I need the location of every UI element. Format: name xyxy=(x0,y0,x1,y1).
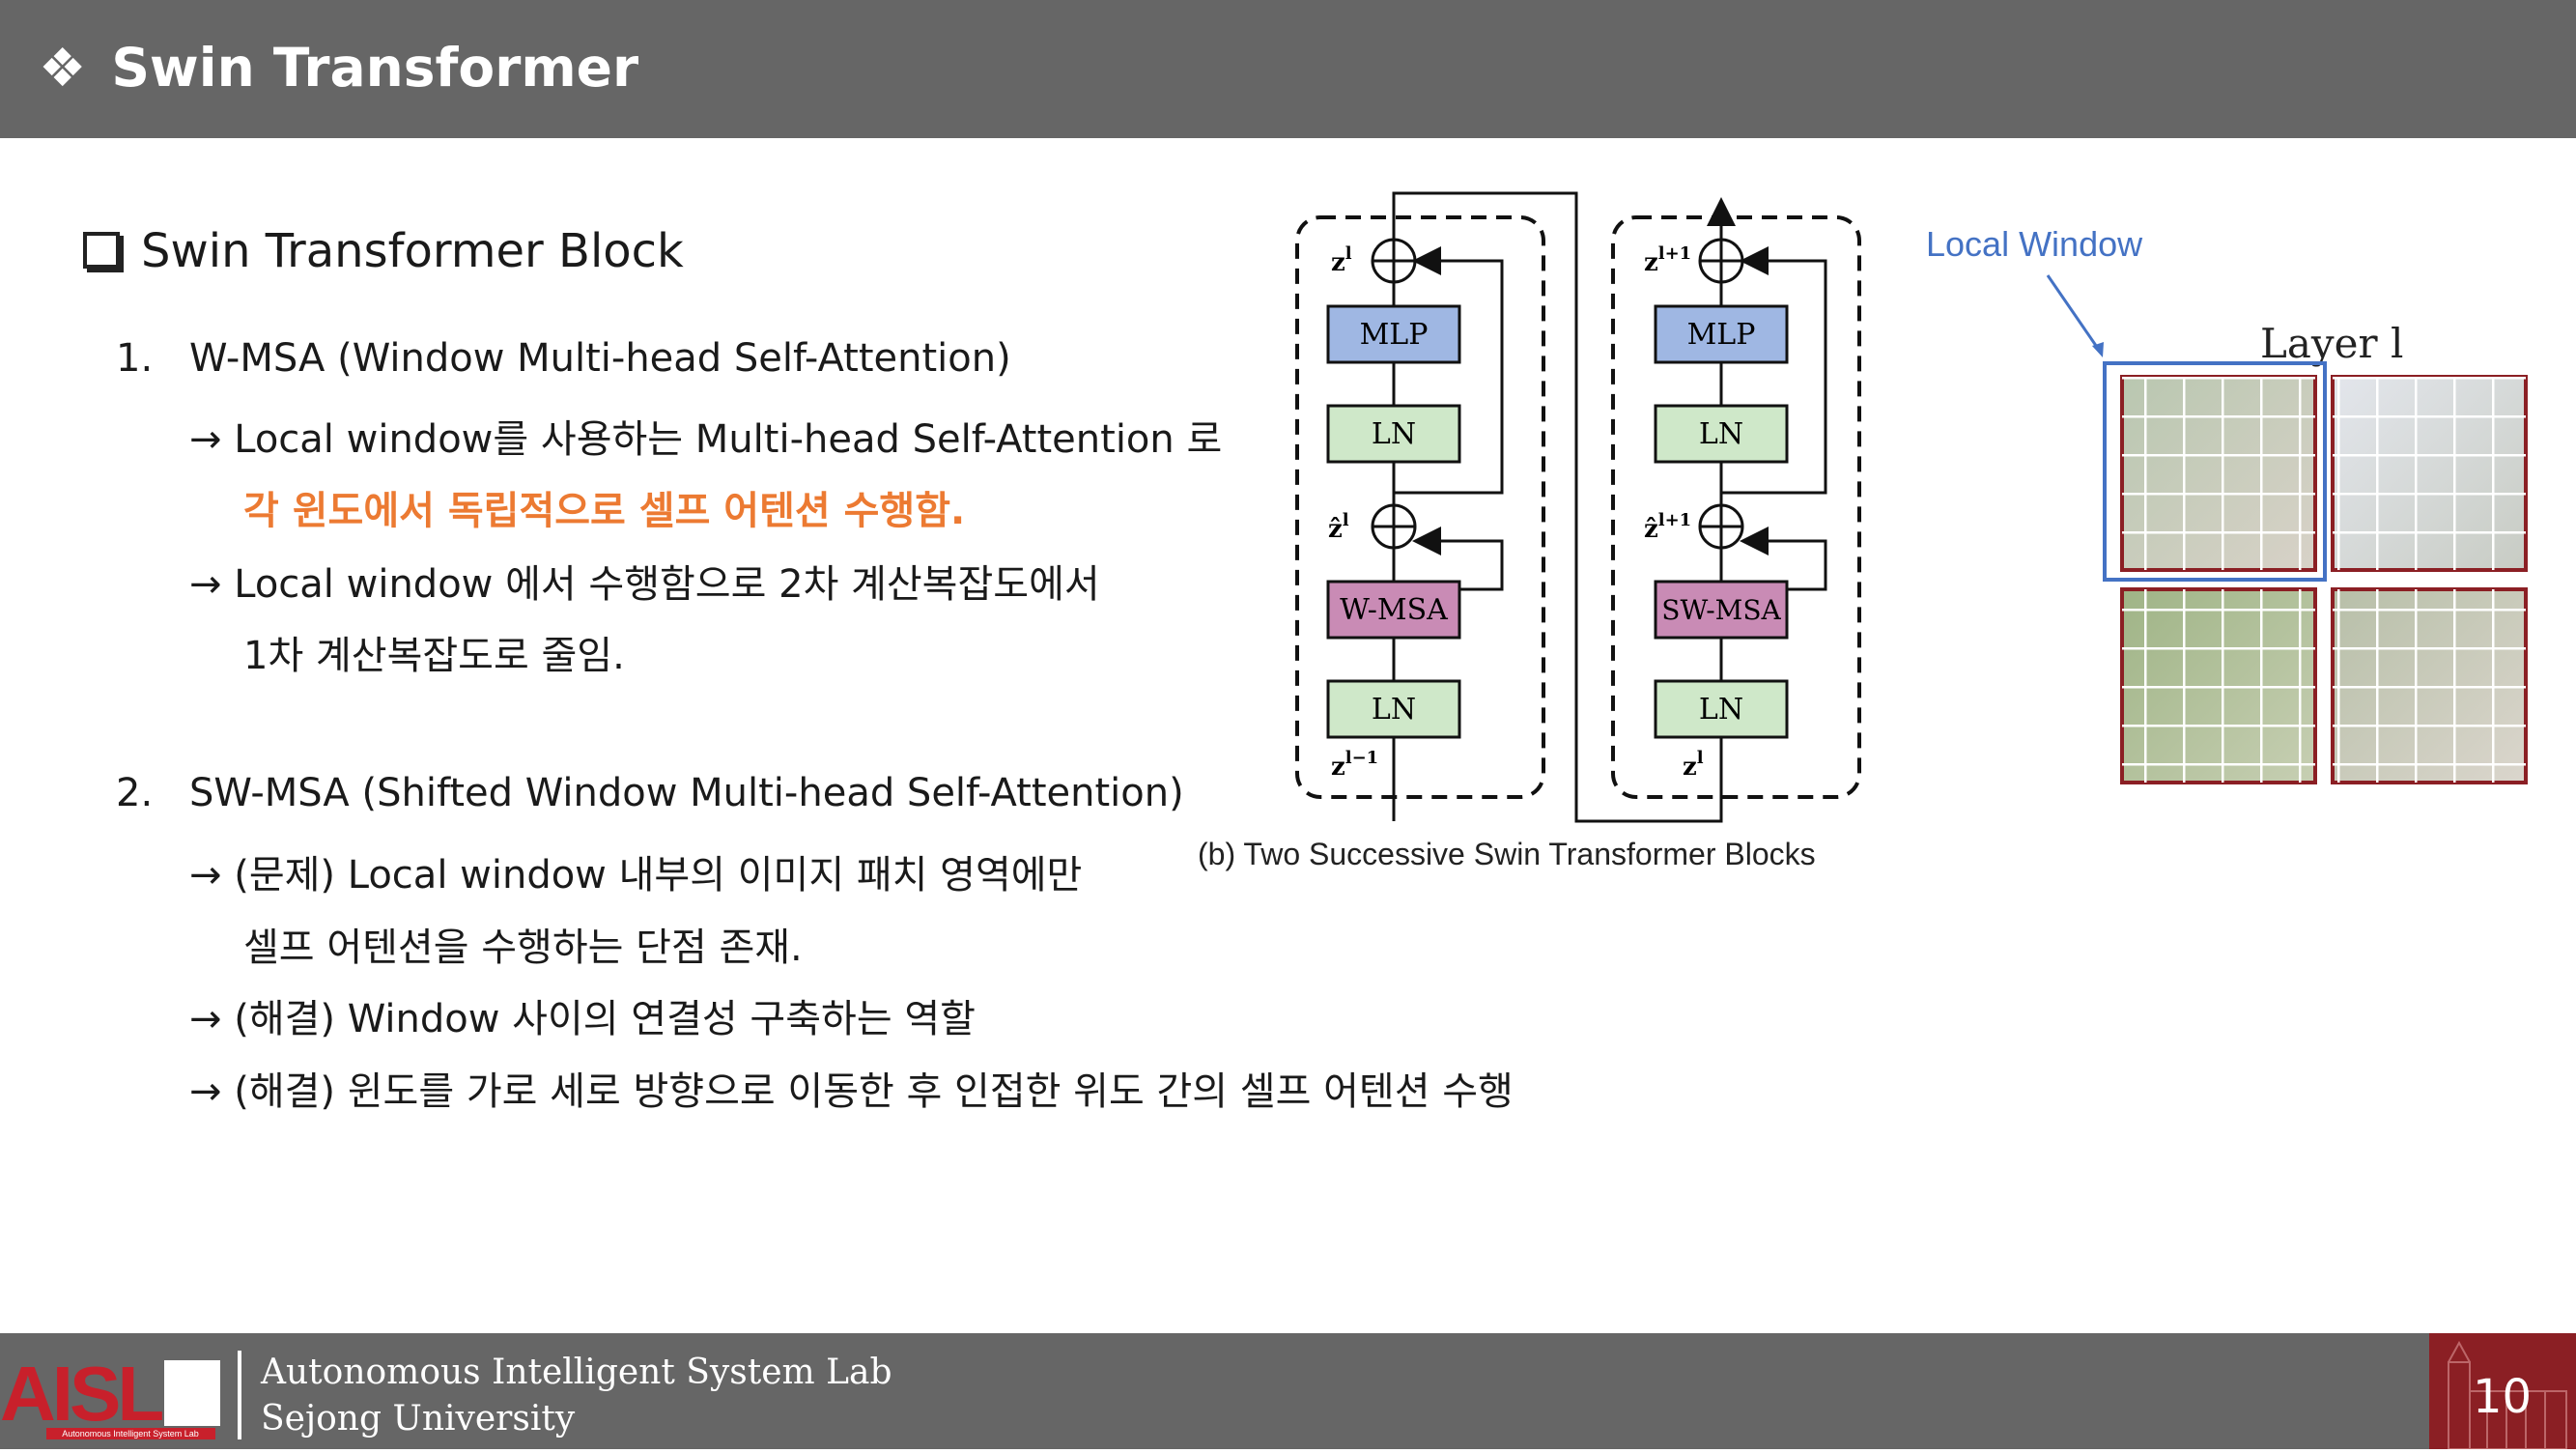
block-2-z-in-label: zl xyxy=(1683,748,1704,782)
window-figure: Local Window Layer l xyxy=(1926,224,2528,784)
item-1-line-3: → Local window 에서 수행함으로 2차 계산복잡도에서 xyxy=(189,562,1100,607)
block-1-ln-top-label: LN xyxy=(1372,417,1416,451)
item-2-heading: SW-MSA (Shifted Window Multi-head Self-A… xyxy=(189,771,1184,815)
lab-name: Autonomous Intelligent System Lab Sejong… xyxy=(261,1353,892,1439)
annotation-arrow xyxy=(2046,274,2103,354)
item-2-line-2: 셀프 어텐션을 수행하는 단점 존재. xyxy=(243,926,803,970)
block-1-mlp-box xyxy=(1326,304,1461,364)
block-1-ln-bottom-box xyxy=(1326,679,1461,739)
block-1-container xyxy=(1295,215,1545,799)
slide-footer xyxy=(0,1333,2576,1449)
layer-label: Layer l xyxy=(2260,320,2403,367)
block-1-ln-top-box xyxy=(1326,404,1461,464)
svg-text:AISL: AISL xyxy=(0,1353,162,1437)
block-1-z-hat-label: ẑl xyxy=(1328,510,1349,544)
block-1-ln-bottom-label: LN xyxy=(1372,693,1416,726)
block-2-residual-upper xyxy=(1721,246,1827,495)
page-badge xyxy=(2429,1333,2576,1450)
item-1-number: 1. xyxy=(116,336,154,381)
diamond-bullet-icon: ❖ xyxy=(39,37,87,99)
item-2-line-1: → (문제) Local window 내부의 이미지 패치 영역에만 xyxy=(189,853,1083,897)
block-2-ln-top-label: LN xyxy=(1699,417,1743,451)
block-2-msa-label: SW-MSA xyxy=(1661,594,1781,626)
section-title: Swin Transformer Block xyxy=(83,224,684,278)
local-window-annotation: Local Window xyxy=(1926,224,2143,264)
block-2-ln-bottom-box xyxy=(1654,679,1789,739)
block-2-msa-box xyxy=(1654,580,1789,640)
diagram-caption: (b) Two Successive Swin Transformer Bloc… xyxy=(1198,837,1816,871)
block-1-z-out-label: zl xyxy=(1331,243,1352,277)
item-1-line-1: → Local window를 사용하는 Multi-head Self-Att… xyxy=(189,417,1223,462)
block-1-residual-upper xyxy=(1394,246,1504,495)
page-number: 10 xyxy=(2473,1370,2533,1424)
block-1-z-in-label: zl−1 xyxy=(1331,748,1378,782)
item-1-heading: W-MSA (Window Multi-head Self-Attention) xyxy=(189,336,1011,381)
block-2-mlp-box xyxy=(1654,304,1789,364)
block-2-container xyxy=(1611,215,1861,799)
svg-text:Autonomous Intelligent System: Autonomous Intelligent System Lab xyxy=(62,1429,199,1439)
slide-title: ❖Swin Transformer xyxy=(39,37,639,99)
item-1-line-4: 1차 계산복잡도로 줄임. xyxy=(243,634,625,678)
block-2-z-out-label: zl+1 xyxy=(1644,243,1691,277)
block-2-ln-top-box xyxy=(1654,404,1789,464)
block-2-z-hat-label: ẑl+1 xyxy=(1644,510,1691,544)
local-window-highlight xyxy=(2103,361,2327,582)
item-2-line-4: → (해결) 윈도를 가로 세로 방향으로 이동한 후 인접한 위도 간의 셀프… xyxy=(189,1069,1514,1114)
item-2-line-3: → (해결) Window 사이의 연결성 구축하는 역할 xyxy=(189,997,976,1041)
inter-block-connection xyxy=(1392,191,1723,823)
slide-header: ❖Swin Transformer xyxy=(0,0,2576,138)
building-watermark-icon xyxy=(2448,1340,2567,1450)
block-2-mlp-label: MLP xyxy=(1687,318,1756,352)
block-1-msa-box xyxy=(1326,580,1461,640)
footer-divider xyxy=(238,1351,241,1439)
lab-logo: AISL Autonomous Intelligent System Lab xyxy=(0,1353,222,1439)
block-2-ln-bottom-label: LN xyxy=(1699,693,1743,726)
swin-blocks-diagram: MLP LN W-MSA LN zl ẑl zl−1 MLP LN SW-MSA… xyxy=(1198,191,1861,871)
item-1-line-2-highlight: 각 윈도에서 독립적으로 셀프 어텐션 수행함. xyxy=(243,489,966,533)
block-1-msa-label: W-MSA xyxy=(1340,593,1448,627)
block-1-mlp-label: MLP xyxy=(1360,318,1429,352)
window-grid xyxy=(2103,361,2528,784)
item-2-number: 2. xyxy=(116,771,154,815)
checkbox-bullet-icon xyxy=(83,232,120,269)
